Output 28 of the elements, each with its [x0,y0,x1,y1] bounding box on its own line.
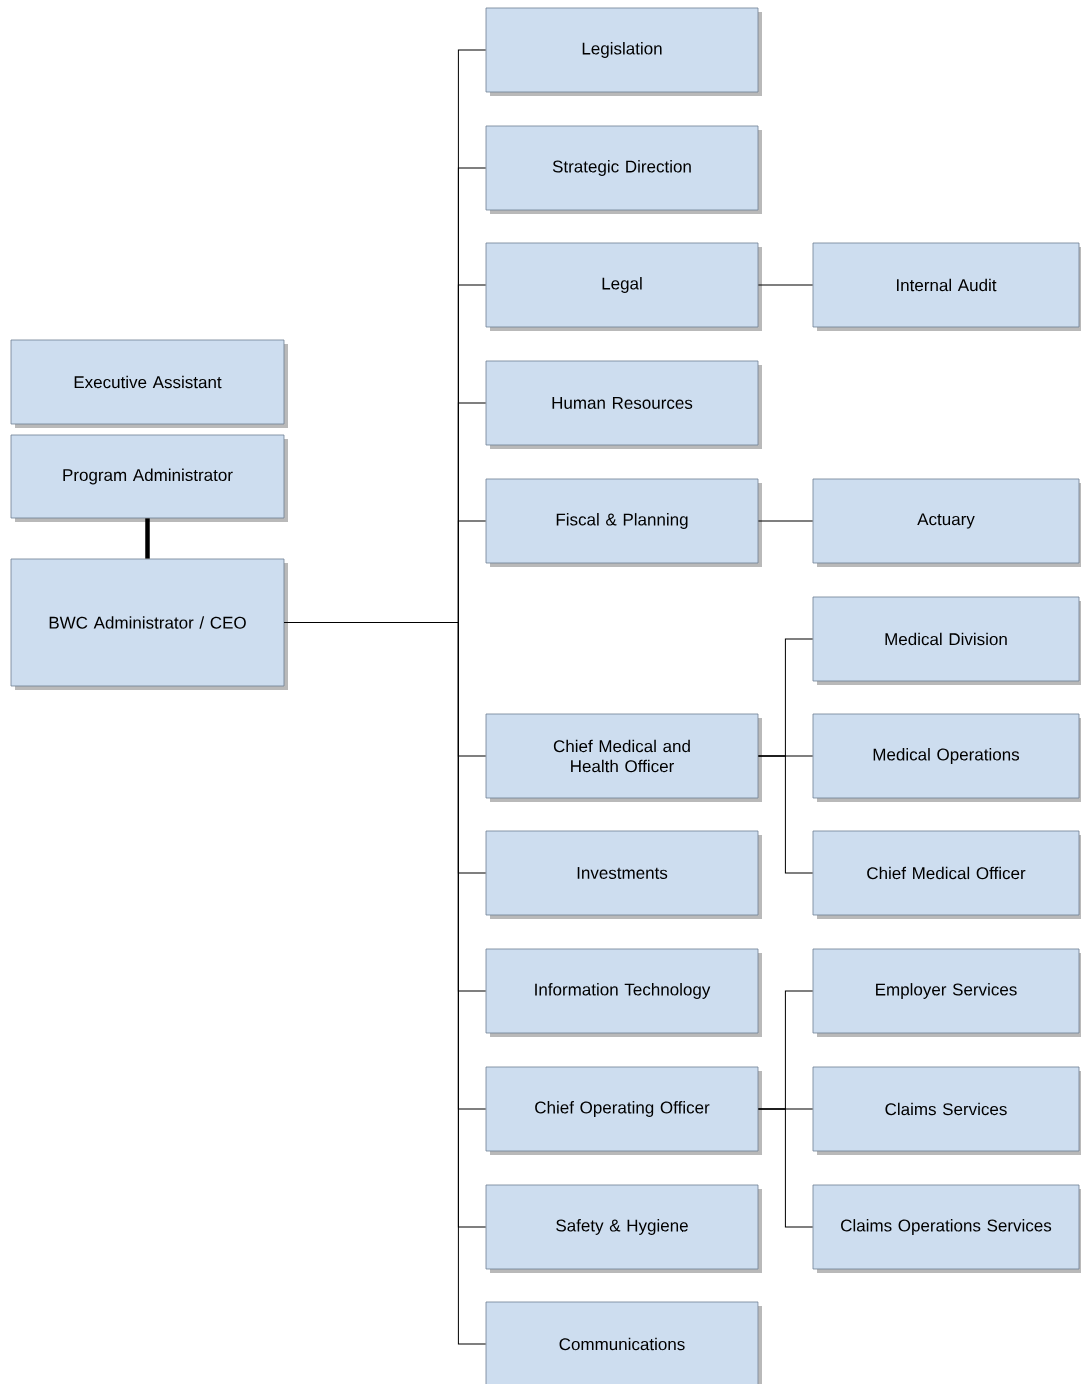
org-box: Claims Operations Services [812,1184,1081,1273]
org-box: Fiscal & Planning [485,478,762,567]
org-box: Medical Operations [812,713,1081,802]
org-box: Legislation [485,7,762,96]
org-box: Chief Medical and Health Officer [485,713,762,802]
org-box: Executive Assistant [10,339,288,428]
org-box: Investments [485,830,762,919]
connector-line [145,518,150,559]
org-box: Actuary [812,478,1081,567]
org-box: Program Administrator [10,434,288,522]
org-box: Information Technology [485,948,762,1037]
org-box: Communications [485,1301,762,1384]
org-box: Safety & Hygiene [485,1184,762,1273]
org-box: Medical Division [812,596,1081,685]
connector-line [757,520,814,522]
org-box: Employer Services [812,948,1081,1037]
org-box: Internal Audit [812,242,1081,331]
org-box: Human Resources [485,360,762,449]
connector-line [757,284,814,286]
org-box: Claims Services [812,1066,1081,1155]
org-box: Legal [485,242,762,331]
org-box: Chief Medical Officer [812,830,1081,919]
connector-line [283,622,487,1345]
org-box: Chief Operating Officer [485,1066,762,1155]
connector-line [757,755,814,874]
connector-line [757,1108,814,1228]
org-box: BWC Administrator / CEO [10,558,288,690]
org-box: Strategic Direction [485,125,762,214]
